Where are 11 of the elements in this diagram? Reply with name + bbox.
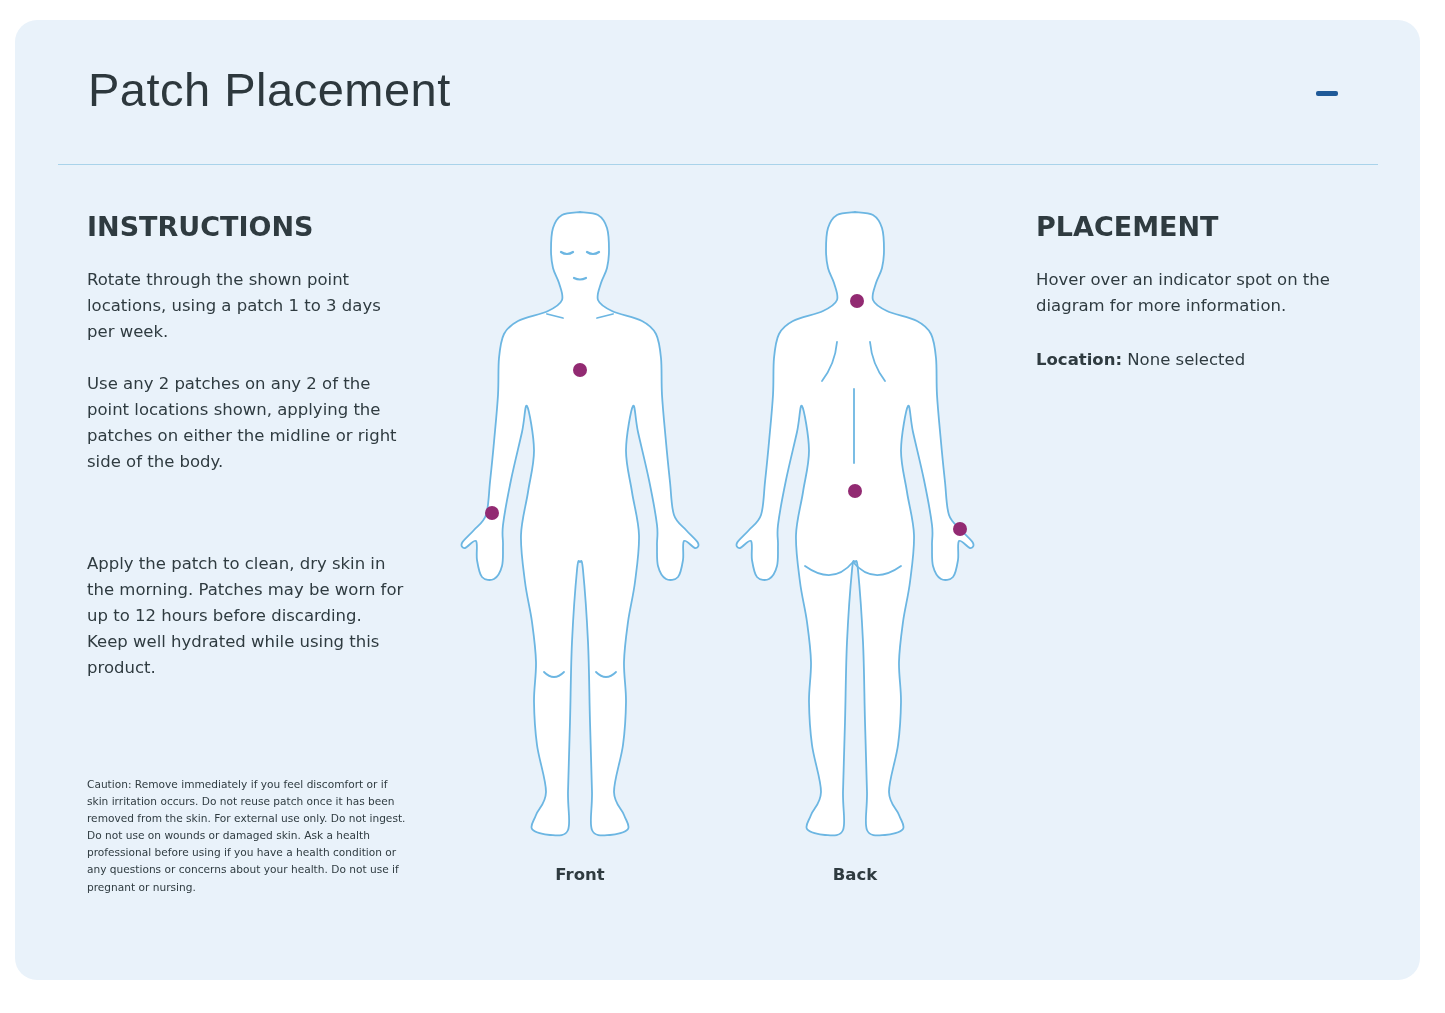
info-text: Hover over an indicator spot on the diagram for more information. [1036,269,1331,317]
figure-caption: Back [831,864,879,886]
page-title: Patch Placement [88,62,451,117]
section-heading: INSTRUCTIONS [87,210,315,244]
instruction-paragraph: Use any 2 patches on any 2 of the point locations shown, applying the patches on either the midline or right side of the body. [87,373,398,473]
section-heading: PLACEMENT [1036,210,1220,244]
location-status: Location: None selected [1036,349,1247,371]
caution-note: Caution: Remove immediately if you feel discomfort or if skin irritation occurs. Do not reuse patch once it has been removed from the skin. For external use only. Do not ingest. Do not use on wounds or damaged skin. Ask a health professional before using if you have a health condition or any questions or concerns about your health. Do not use if pregnant or nursing. [87,777,407,895]
instruction-paragraph: Apply the patch to clean, dry skin in the morning. Patches may be worn for up to 12 hours before discarding. Keep well hydrated while using this product. [87,553,405,679]
figure-caption: Front [554,864,606,886]
instruction-paragraph: Rotate through the shown point locations, using a patch 1 to 3 days per week. [87,269,382,343]
